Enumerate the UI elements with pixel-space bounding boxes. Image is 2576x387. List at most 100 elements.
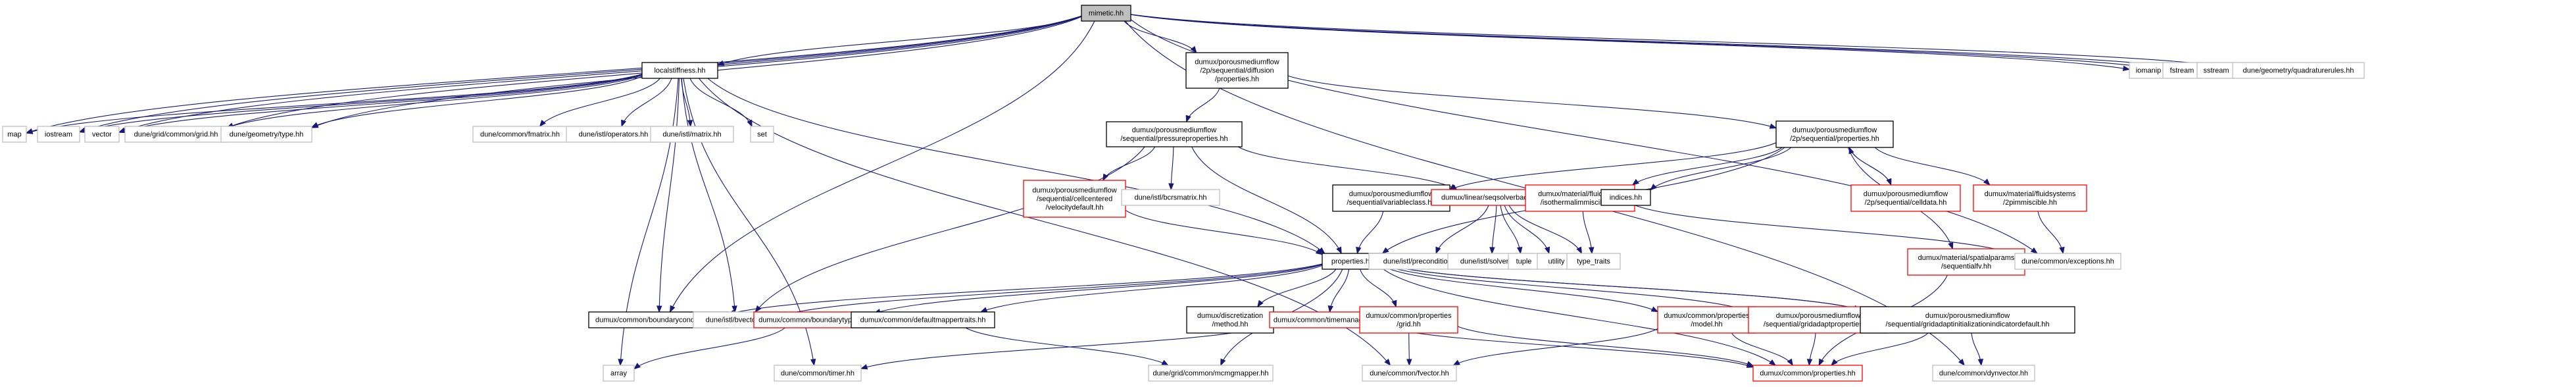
edge-line xyxy=(1102,146,1156,181)
edge-line xyxy=(658,78,680,313)
node-box xyxy=(37,126,80,143)
arrowhead-icon xyxy=(1391,299,1397,308)
node-propgrid[interactable]: dumux/common/properties/grid.hh xyxy=(1359,306,1458,334)
node-bcrsmatrix[interactable]: dune/istl/bcrsmatrix.hh xyxy=(1121,189,1220,206)
node-tuple[interactable]: tuple xyxy=(1508,253,1540,270)
node-defaultmapper[interactable]: dumux/common/defaultmappertraits.hh xyxy=(851,311,995,328)
node-indices[interactable]: indices.hh xyxy=(1600,189,1651,206)
node-box xyxy=(1775,120,1894,148)
node-gridadaptinit[interactable]: dumux/porousmediumflow/sequential/gridad… xyxy=(1860,306,2075,334)
node-timer[interactable]: dune/common/timer.hh xyxy=(774,365,862,382)
node-celldata[interactable]: dumux/porousmediumflow/2p/sequential/cel… xyxy=(1850,184,1961,212)
edge-gridadaptinit-to-properties xyxy=(1381,263,1861,311)
node-fvector[interactable]: dune/common/fvector.hh xyxy=(1362,365,1457,382)
edge-line xyxy=(79,74,643,133)
edge-mimetic-to-vector xyxy=(118,16,1082,133)
node-label: utility xyxy=(1548,258,1565,266)
edge-line xyxy=(1634,205,2016,255)
edge-line xyxy=(1500,205,1522,254)
node-sstream[interactable]: sstream xyxy=(2196,62,2236,79)
node-pressprops[interactable]: dumux/porousmediumflow/sequential/pressu… xyxy=(1106,121,1243,147)
node-gridhh[interactable]: dune/grid/common/grid.hh xyxy=(124,126,228,143)
node-matrix[interactable]: dune/istl/matrix.hh xyxy=(650,126,734,143)
edge-pressprops-to-properties xyxy=(1191,146,1342,255)
node-vector[interactable]: vector xyxy=(84,126,120,143)
edge-mimetic-to-quadrules xyxy=(1130,14,2234,70)
node-box xyxy=(84,126,120,143)
edge-line xyxy=(311,76,643,128)
edge-diffprops-to-seqprops2p xyxy=(1287,75,1777,129)
edge-line xyxy=(1874,147,1991,186)
node-label: dune/istl/bvector.hh xyxy=(706,317,768,324)
node-commonprops[interactable]: dumux/common/properties.hh xyxy=(1752,365,1863,382)
edge-line xyxy=(980,265,1323,313)
edge-mimetic-to-iostream xyxy=(78,15,1082,133)
node-variableclass[interactable]: dumux/porousmediumflow/sequential/variab… xyxy=(1332,184,1450,212)
node-dynvector[interactable]: dune/common/dynvector.hh xyxy=(1932,365,2035,382)
edge-seqsolver-to-tuple xyxy=(1500,205,1523,255)
arrowhead-icon xyxy=(1489,247,1495,255)
node-label: iostream xyxy=(45,131,72,139)
edges-layer xyxy=(25,14,2234,370)
node-label: type_traits xyxy=(1577,258,1610,266)
arrowhead-icon xyxy=(1787,358,1793,367)
edge-properties-to-propmodel xyxy=(1382,266,1659,313)
node-exceptions[interactable]: dune/common/exceptions.hh xyxy=(2014,253,2121,270)
node-label: dumux/common/defaultmappertraits.hh xyxy=(860,317,986,324)
node-box xyxy=(1332,184,1450,212)
node-velocitydefault[interactable]: dumux/porousmediumflow/sequential/cellce… xyxy=(1023,180,1126,218)
node-spatialparams[interactable]: dumux/material/spatialparams/sequentialf… xyxy=(1907,248,2025,276)
node-label: dumux/common/timemanager.hh xyxy=(1274,317,1379,324)
node-label: /2p/sequential/celldata.hh xyxy=(1865,199,1947,207)
node-box xyxy=(2232,62,2365,79)
arrowhead-icon xyxy=(1220,358,1226,367)
edge-line xyxy=(1848,147,1892,186)
node-twopimm[interactable]: dumux/material/fluidsystems/2pimmiscible… xyxy=(1973,184,2087,212)
node-label: dune/common/dynvector.hh xyxy=(1939,370,2028,378)
node-label: iomanip xyxy=(2136,67,2162,75)
node-fmatrix[interactable]: dune/common/fmatrix.hh xyxy=(472,126,568,143)
arrowhead-icon xyxy=(1327,305,1333,313)
node-label: /sequential/gridadaptproperties.hh xyxy=(1764,321,1873,328)
node-boundarytypes[interactable]: dumux/common/boundarytypes.hh xyxy=(753,311,875,328)
node-diffprops[interactable]: dumux/porousmediumflow/2p/sequential/dif… xyxy=(1185,52,1289,89)
node-fstream[interactable]: fstream xyxy=(2162,62,2202,79)
node-set[interactable]: set xyxy=(750,126,774,143)
node-box xyxy=(2196,62,2236,79)
edge-seqprops2p-to-twopimm xyxy=(1874,147,1991,186)
edge-mimetic-to-map xyxy=(25,15,1082,134)
arrowhead-icon xyxy=(1381,247,1389,254)
node-label: /2p/sequential/diffusion xyxy=(1200,67,1274,75)
node-label: dune/common/fvector.hh xyxy=(1370,370,1449,378)
node-mcmgmapper[interactable]: dune/grid/common/mcmgmapper.hh xyxy=(1148,365,1274,382)
arrowhead-icon xyxy=(539,119,546,128)
node-propmodel[interactable]: dumux/common/properties/model.hh xyxy=(1657,306,1756,334)
node-localstiffness[interactable]: localstiffness.hh xyxy=(641,62,718,79)
node-box xyxy=(1860,306,2075,334)
node-label: tuple xyxy=(1516,258,1532,266)
node-label: dune/geometry/type.hh xyxy=(230,131,304,139)
node-geomtype[interactable]: dune/geometry/type.hh xyxy=(220,126,312,143)
arrowhead-icon xyxy=(1576,246,1582,255)
node-iostream[interactable]: iostream xyxy=(37,126,80,143)
edge-line xyxy=(1831,332,1929,366)
node-box xyxy=(1185,52,1289,89)
edge-line xyxy=(1508,205,1582,254)
node-quadrules[interactable]: dune/geometry/quadraturerules.hh xyxy=(2232,62,2365,79)
node-iomanip[interactable]: iomanip xyxy=(2129,62,2168,79)
node-array[interactable]: array xyxy=(603,365,635,382)
arrowhead-icon xyxy=(2030,247,2039,254)
edge-line xyxy=(1457,326,1754,367)
node-typetraits[interactable]: type_traits xyxy=(1566,253,1621,270)
node-label: dune/common/fmatrix.hh xyxy=(480,131,560,139)
node-label: localstiffness.hh xyxy=(654,67,705,75)
edge-line xyxy=(965,327,1168,366)
node-seqprops2p[interactable]: dumux/porousmediumflow/2p/sequential/pro… xyxy=(1775,120,1894,148)
arrowhead-icon xyxy=(1650,306,1659,313)
node-method[interactable]: dumux/discretization/method.hh xyxy=(1186,306,1274,334)
arrowhead-icon xyxy=(1190,45,1197,54)
node-map[interactable]: map xyxy=(2,126,27,143)
node-label: dumux/porousmediumflow xyxy=(1032,187,1116,195)
node-operators[interactable]: dune/istl/operators.hh xyxy=(566,126,661,143)
